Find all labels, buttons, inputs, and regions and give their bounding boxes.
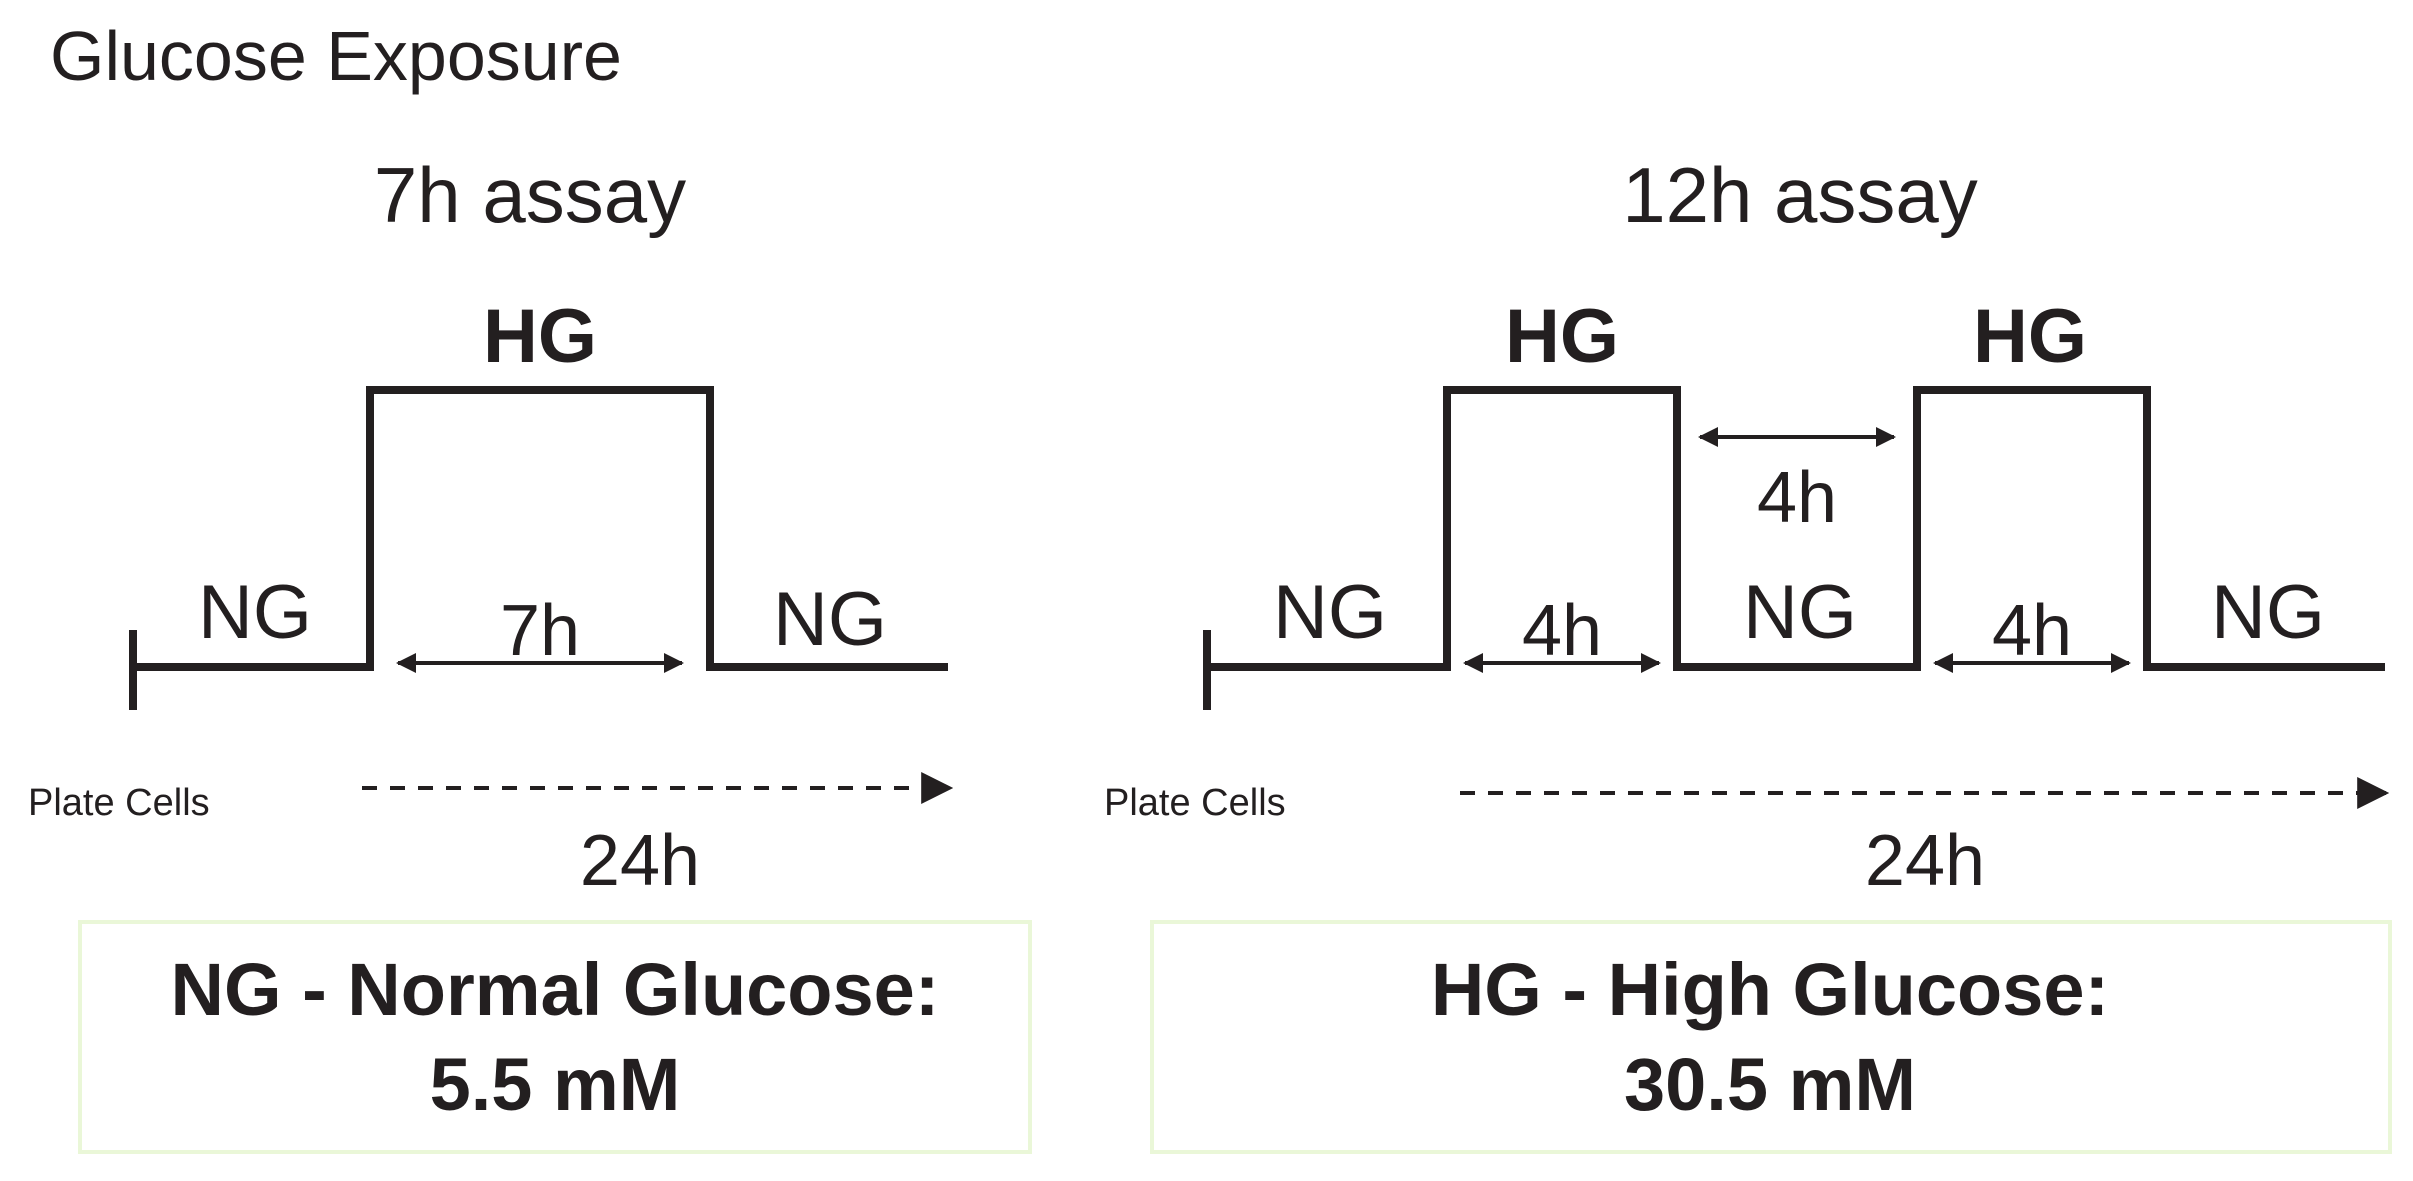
assay-7h-timeline-span-label: 24h — [580, 821, 700, 901]
legend-hg-term: HG - High Glucose: — [1431, 948, 2109, 1031]
assay-7h-heading: 7h assay — [374, 151, 686, 239]
legend-ng-value: 5.5 mM — [430, 1043, 681, 1126]
assay-12h-exposure-waveform — [1207, 386, 2385, 671]
assay-7h-ng-before-label: NG — [198, 570, 312, 655]
assay-12h-hg-1-duration-label: 4h — [1522, 591, 1602, 671]
assay-7h-ng-after-label: NG — [773, 577, 887, 662]
legend-hg-value: 30.5 mM — [1624, 1043, 1916, 1126]
legend-ng-term: NG - Normal Glucose: — [171, 948, 940, 1031]
assay-7h-exposure-waveform — [133, 386, 948, 671]
legend-ng: NG - Normal Glucose: 5.5 mM — [78, 920, 1032, 1154]
assay-12h-ng-before-label: NG — [1273, 570, 1387, 655]
assay-7h-hg-duration-label: 7h — [500, 591, 580, 671]
assay-12h-timeline-span-label: 24h — [1865, 821, 1985, 901]
assay-12h-hg-2-duration-label: 4h — [1992, 591, 2072, 671]
assay-7h-hg-label: HG — [483, 294, 597, 379]
assay-12h-plate-cells-label: Plate Cells — [1104, 782, 1286, 824]
assay-12h-hg-2-label: HG — [1973, 294, 2087, 379]
legend-hg: HG - High Glucose: 30.5 mM — [1150, 920, 2392, 1154]
diagram-title: Glucose Exposure — [50, 17, 622, 95]
assay-12h-gap-duration-label: 4h — [1757, 458, 1837, 538]
assay-12h-ng-middle-label: NG — [1743, 570, 1857, 655]
legend-ng-box — [78, 920, 1032, 1154]
legend-hg-box — [1150, 920, 2392, 1154]
assay-12h-hg-1-label: HG — [1505, 294, 1619, 379]
assay-7h-plate-cells-label: Plate Cells — [28, 782, 210, 824]
assay-7h-panel: 7h assay HG NG NG 7h Plate Cells 24h — [28, 151, 954, 901]
assay-12h-panel: 12h assay HG HG NG NG NG 4h 4h 4h Plate … — [1104, 151, 2390, 901]
assay-12h-heading: 12h assay — [1622, 151, 1978, 239]
assay-12h-ng-after-label: NG — [2211, 570, 2325, 655]
